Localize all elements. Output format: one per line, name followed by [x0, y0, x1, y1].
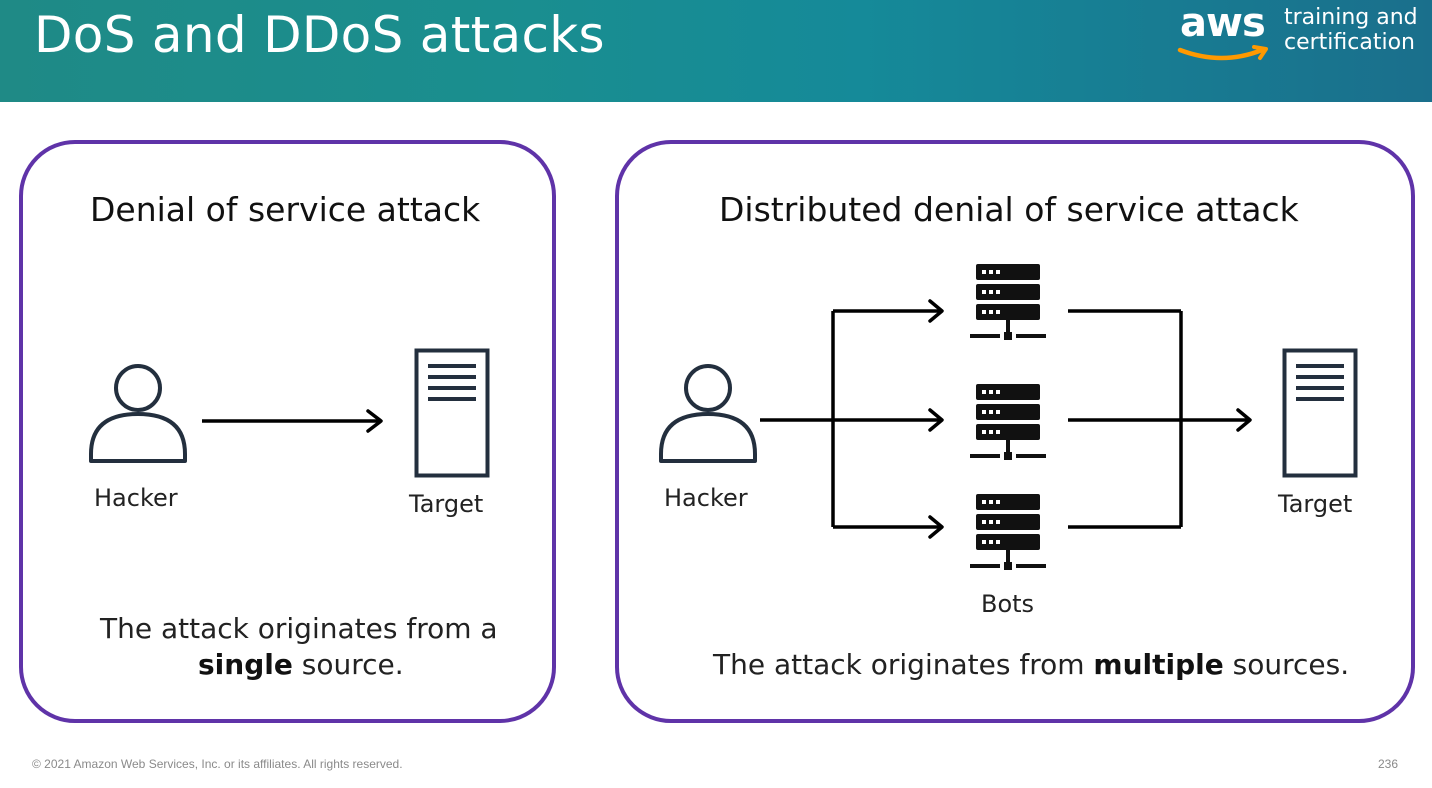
user-icon — [659, 364, 757, 463]
header-banner: DoS and DDoS attacks aws training and ce… — [0, 0, 1432, 102]
bot-server-icon — [970, 494, 1046, 570]
logo-tagline-2: certification — [1284, 30, 1415, 55]
dos-caption-line2: single source. — [198, 648, 404, 681]
ddos-caption-prefix: The attack originates from — [713, 648, 1094, 681]
dos-hacker-label: Hacker — [94, 484, 178, 512]
copyright-footer: © 2021 Amazon Web Services, Inc. or its … — [32, 757, 403, 771]
dos-panel — [19, 140, 556, 723]
dos-caption-bold: single — [198, 648, 293, 681]
dos-caption-rest: source. — [292, 648, 404, 681]
ddos-caption-suffix: sources. — [1223, 648, 1350, 681]
aws-logo-word: aws — [1180, 0, 1266, 46]
user-icon — [89, 364, 187, 463]
arrow-icon — [202, 409, 383, 433]
server-icon — [1282, 348, 1358, 478]
slide-title: DoS and DDoS attacks — [34, 6, 605, 64]
page-number: 236 — [1378, 757, 1399, 771]
ddos-target-label: Target — [1278, 490, 1353, 518]
bot-server-icon — [970, 384, 1046, 460]
dos-target-label: Target — [409, 490, 484, 518]
bot-server-icon — [970, 264, 1046, 340]
dos-panel-title: Denial of service attack — [90, 190, 481, 229]
bots-to-target-connector — [1068, 309, 1252, 529]
hacker-to-bots-connector — [760, 299, 944, 539]
ddos-bots-label: Bots — [981, 590, 1035, 618]
dos-caption-line1: The attack originates from a — [100, 612, 498, 645]
server-icon — [414, 348, 490, 478]
ddos-hacker-label: Hacker — [664, 484, 748, 512]
ddos-caption-bold: multiple — [1093, 648, 1224, 681]
ddos-caption: The attack originates from multiple sour… — [713, 648, 1349, 681]
aws-smile-icon — [1177, 45, 1268, 61]
logo-tagline-1: training and — [1284, 5, 1418, 30]
ddos-panel-title: Distributed denial of service attack — [719, 190, 1299, 229]
